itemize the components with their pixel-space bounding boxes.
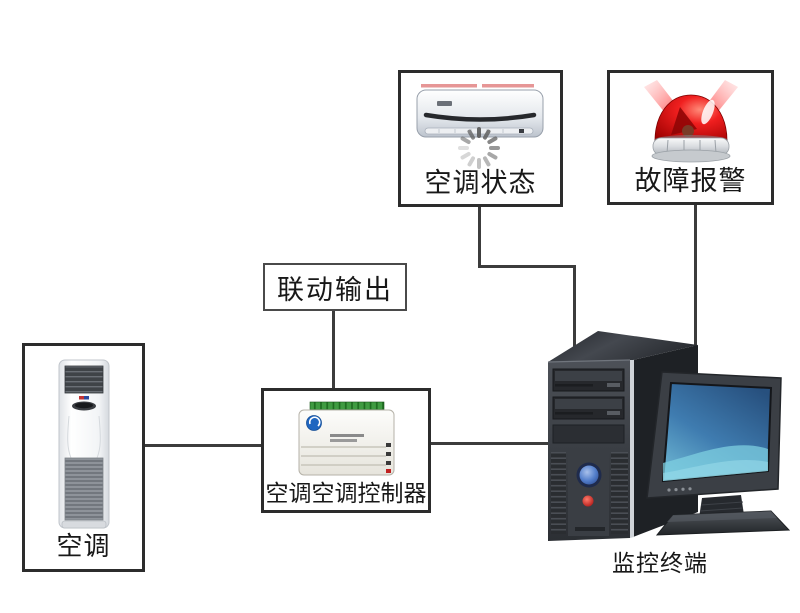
linkage-output-label: 联动输出 bbox=[277, 274, 393, 305]
node-fault-alarm: 故障报警 bbox=[607, 70, 774, 205]
node-ac-status: 空调状态 bbox=[398, 70, 563, 207]
floor-ac-icon bbox=[55, 358, 113, 541]
loading-spinner-icon bbox=[456, 125, 502, 176]
connector-controller-to-tower bbox=[430, 442, 549, 445]
connector-alarm-to-monitor bbox=[694, 204, 697, 377]
connector-acstatus-to-tower bbox=[573, 265, 576, 361]
desktop-computer-icon bbox=[535, 322, 795, 550]
connector-linkage-to-controller bbox=[332, 310, 335, 390]
air-conditioner-label: 空调 bbox=[56, 532, 111, 562]
connector-acstatus-elbow bbox=[478, 265, 576, 268]
node-air-conditioner: 空调 bbox=[22, 343, 145, 572]
connector-acstatus-down bbox=[478, 206, 481, 268]
node-controller: 空调空调控制器 bbox=[261, 388, 431, 513]
ac-status-label: 空调状态 bbox=[424, 168, 537, 199]
controller-label: 空调空调控制器 bbox=[265, 480, 427, 506]
node-linkage-output: 联动输出 bbox=[263, 263, 407, 311]
connector-ac-to-controller bbox=[144, 444, 262, 447]
fault-alarm-label: 故障报警 bbox=[634, 166, 747, 197]
monitor-terminal-label: 监控终端 bbox=[612, 551, 708, 576]
controller-device-icon bbox=[290, 401, 402, 486]
alarm-beacon-icon bbox=[640, 79, 742, 178]
